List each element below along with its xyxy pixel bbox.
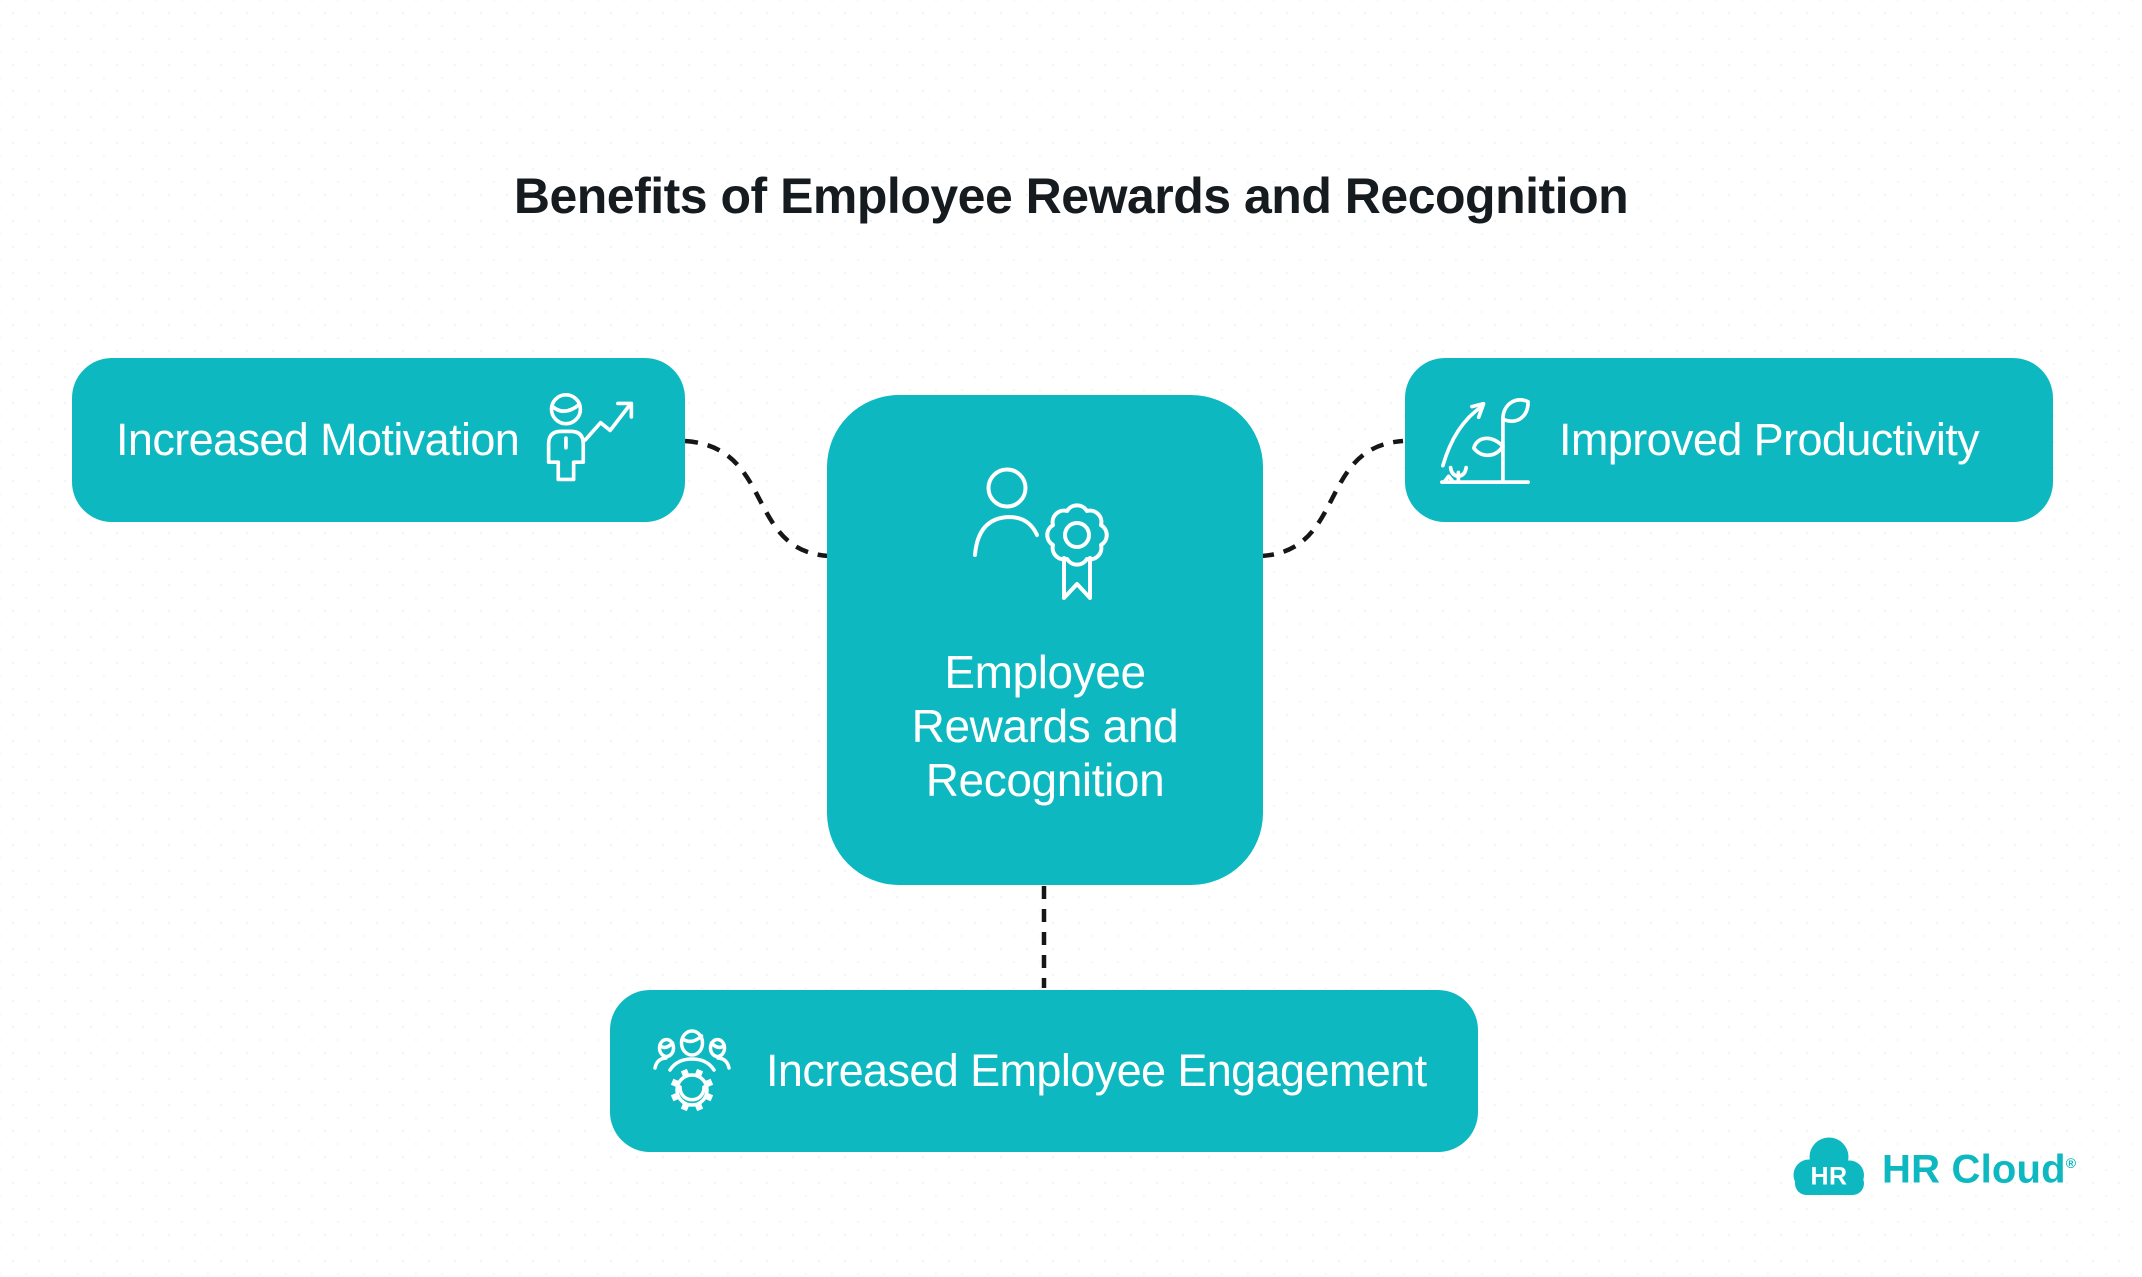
hr-badge-text: HR <box>1810 1163 1847 1191</box>
hr-cloud-wordmark: HR Cloud® <box>1882 1131 2076 1201</box>
node-label-increased-motivation: Increased Motivation <box>116 414 520 465</box>
center-label-line-1: Employee <box>944 646 1146 698</box>
connector-center-to-productivity <box>1260 438 1404 559</box>
node-label-increased-employee-engagement: Increased Employee Engagement <box>766 1045 1427 1096</box>
connector-motivation-to-center <box>684 438 830 559</box>
node-increased-motivation: Increased Motivation <box>72 358 685 522</box>
node-improved-productivity: Improved Productivity <box>1405 358 2053 522</box>
hr-cloud-icon: HR <box>1793 1137 1864 1196</box>
brand-text: HR Cloud <box>1882 1147 2066 1192</box>
person-award-ribbon-icon <box>973 467 1109 600</box>
hr-cloud-logo: HR HR Cloud® <box>1790 1131 2076 1201</box>
node-employee-rewards-and-recognition: Employee Rewards and Recognition <box>827 395 1263 885</box>
registered-trademark-mark: ® <box>2065 1155 2077 1171</box>
node-label-improved-productivity: Improved Productivity <box>1559 414 1980 465</box>
node-label-employee-rewards-and-recognition: Employee Rewards and Recognition <box>912 645 1179 807</box>
center-label-line-3: Recognition <box>925 754 1165 806</box>
diagram-title: Benefits of Employee Rewards and Recogni… <box>513 168 1629 224</box>
team-gear-icon <box>653 1029 731 1112</box>
center-label-line-2: Rewards and <box>911 700 1179 752</box>
node-increased-employee-engagement: Increased Employee Engagement <box>610 990 1478 1152</box>
person-rising-arrow-icon <box>547 392 634 481</box>
sprout-growth-arrow-icon <box>1440 397 1530 484</box>
